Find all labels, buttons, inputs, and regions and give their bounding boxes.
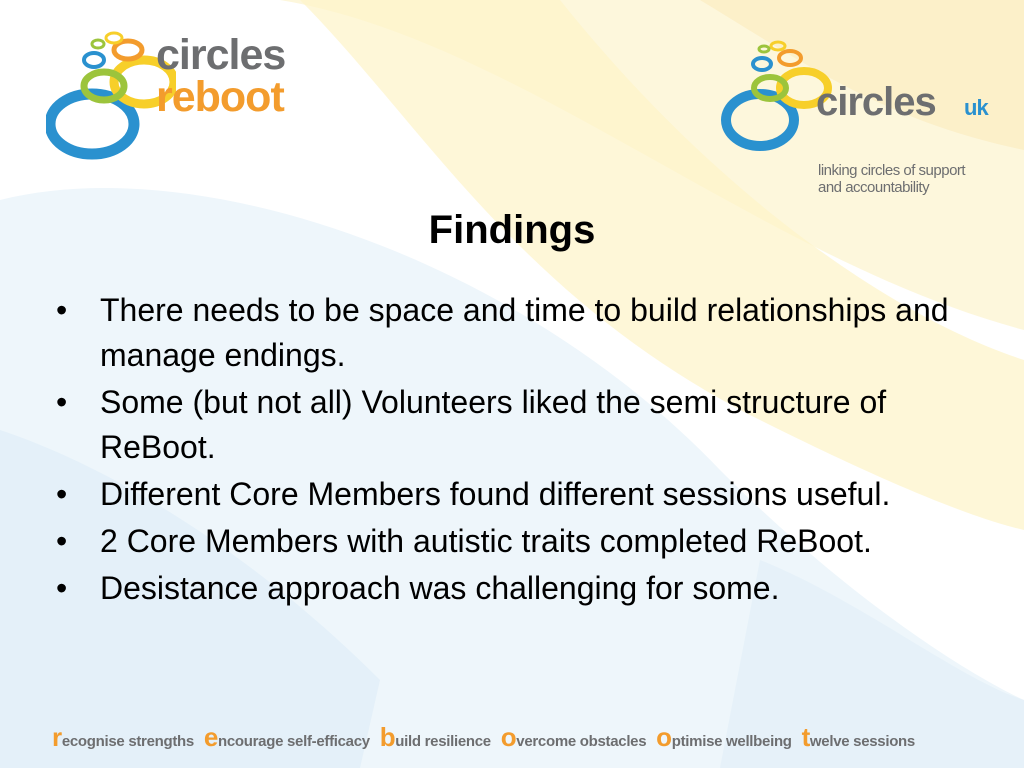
footer-initial: o [656, 722, 672, 752]
footer-item: twelve sessions [802, 722, 916, 752]
circles-uk-icon [721, 40, 832, 151]
footer-initial: t [801, 722, 811, 752]
footer-initial: b [379, 722, 396, 752]
bullet-text: Different Core Members found different s… [100, 476, 891, 512]
footer-item: optimise wellbeing [656, 722, 792, 752]
bullet-marker: • [56, 384, 68, 420]
logo-reboot-text: reboot [156, 73, 285, 121]
footer-text: ecognise strengths [61, 733, 194, 750]
footer-initial: o [500, 722, 517, 752]
logo-circles-text: circles [816, 80, 937, 124]
footer-initial: e [203, 722, 219, 752]
bullet-text: Desistance approach was challenging for … [100, 570, 780, 606]
footer-text: ptimise wellbeing [671, 733, 792, 750]
circles-reboot-logo: circles reboot [46, 26, 306, 196]
logo-uk-text: uk [964, 95, 989, 120]
footer-initial: r [52, 722, 62, 752]
bullet-marker: • [56, 292, 68, 328]
footer-item: build resilience [380, 722, 491, 752]
footer-item: encourage self-efficacy [204, 722, 370, 752]
footer-text: uild resilience [395, 733, 491, 750]
findings-list: • There needs to be space and time to bu… [56, 288, 996, 613]
list-item: • Desistance approach was challenging fo… [56, 566, 996, 611]
logo-circles-text: circles [156, 31, 286, 79]
slide-title: Findings [428, 208, 596, 252]
footer-text: vercome obstacles [516, 733, 647, 750]
bullet-marker: • [56, 523, 68, 559]
list-item: • There needs to be space and time to bu… [56, 288, 996, 378]
circles-uk-logo: circles uk linking circles of support an… [720, 34, 990, 204]
list-item: • 2 Core Members with autistic traits co… [56, 519, 996, 564]
bullet-text: 2 Core Members with autistic traits comp… [100, 523, 872, 559]
footer-text: welve sessions [809, 733, 915, 750]
bullet-marker: • [56, 570, 68, 606]
bullet-text: Some (but not all) Volunteers liked the … [100, 384, 887, 465]
footer-item: recognise strengths [52, 722, 194, 752]
footer-tagline: recognise strengths encourage self-effic… [52, 722, 1012, 753]
footer-text: ncourage self-efficacy [218, 733, 370, 750]
footer-item: overcome obstacles [501, 722, 647, 752]
circles-logo-icon [46, 31, 176, 160]
list-item: • Some (but not all) Volunteers liked th… [56, 380, 996, 470]
list-item: • Different Core Members found different… [56, 472, 996, 517]
bullet-text: There needs to be space and time to buil… [100, 292, 949, 373]
logo-tagline: linking circles of support and accountab… [818, 162, 966, 196]
bullet-marker: • [56, 476, 68, 512]
